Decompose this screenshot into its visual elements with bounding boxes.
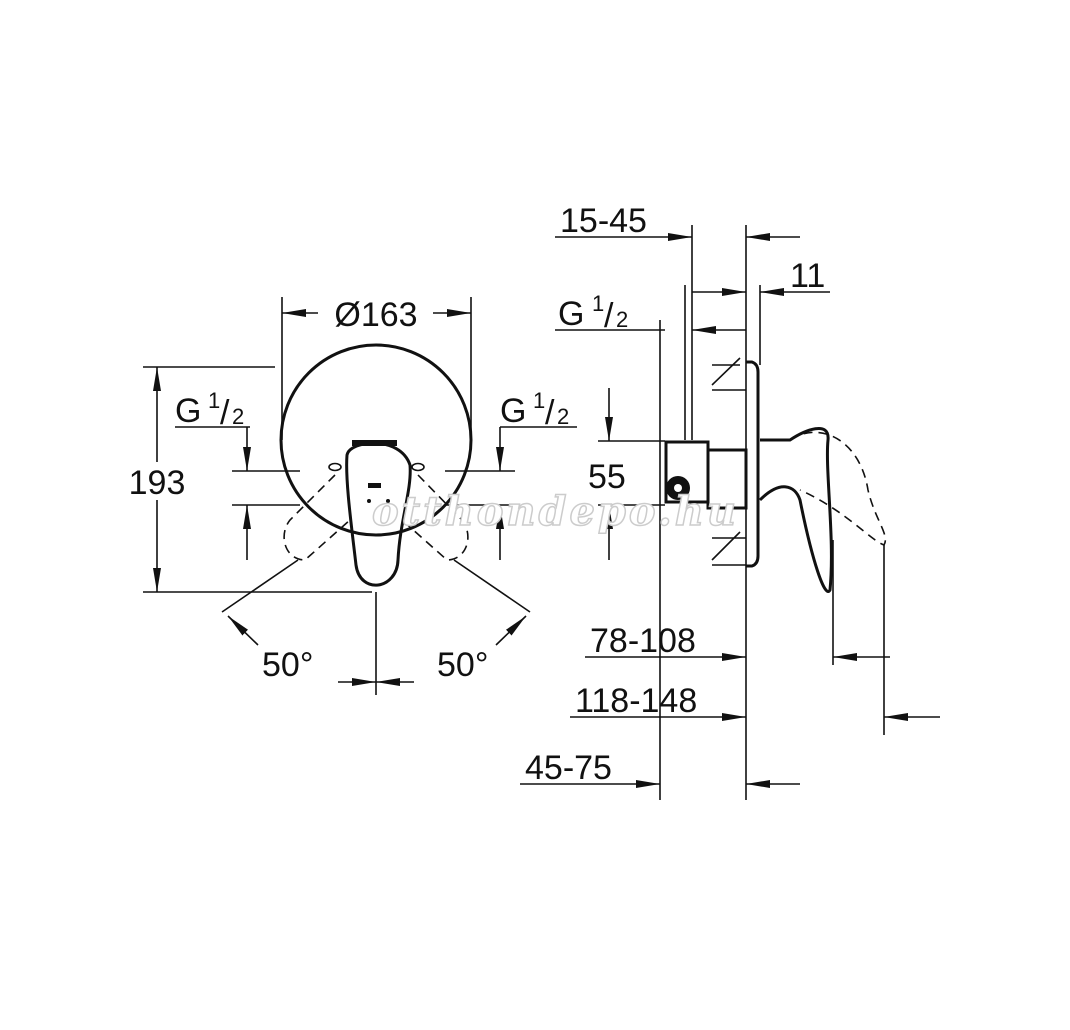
cover-plate-side: [746, 360, 760, 568]
angle-left-label: 50°: [262, 646, 313, 684]
svg-text:2: 2: [232, 404, 244, 429]
watermark: otthondepo.hu: [372, 488, 739, 535]
svg-text:G: G: [558, 295, 584, 333]
connection-left-label: G 1 / 2: [175, 388, 244, 432]
height-label: 193: [129, 464, 186, 502]
dim-a-label: 78-108: [590, 622, 696, 660]
diameter-label: Ø163: [334, 296, 417, 334]
svg-text:2: 2: [557, 404, 569, 429]
lever-handle: [345, 441, 412, 587]
dim-b-label: 118-148: [575, 682, 697, 720]
front-view: Ø163 193 G 1 / 2 G 1 / 2 50° 50°: [122, 295, 577, 695]
connection-right-label: G 1 / 2: [500, 388, 569, 432]
plate-label: 11: [790, 257, 825, 295]
handle-top: [352, 440, 397, 446]
connection-side-label: G 1 / 2: [558, 291, 628, 335]
wall-depth-label: 15-45: [560, 202, 647, 240]
side-view: 15-45 11 G 1 / 2 55 78-108 118-148 45-75: [520, 202, 940, 800]
svg-text:1: 1: [592, 291, 604, 316]
svg-text:1: 1: [208, 388, 220, 413]
lever-handle-side: [758, 426, 833, 594]
handle-logo: [368, 483, 381, 488]
svg-text:1: 1: [533, 388, 545, 413]
angle-right-label: 50°: [437, 646, 488, 684]
svg-text:/: /: [545, 394, 555, 432]
spacing-label: 55: [588, 458, 626, 496]
svg-text:G: G: [175, 392, 201, 430]
svg-text:/: /: [604, 297, 614, 335]
wall-hatch: [711, 357, 746, 566]
svg-text:G: G: [500, 392, 526, 430]
dim-c-label: 45-75: [525, 749, 612, 787]
svg-text:2: 2: [616, 307, 628, 332]
svg-text:/: /: [220, 394, 230, 432]
